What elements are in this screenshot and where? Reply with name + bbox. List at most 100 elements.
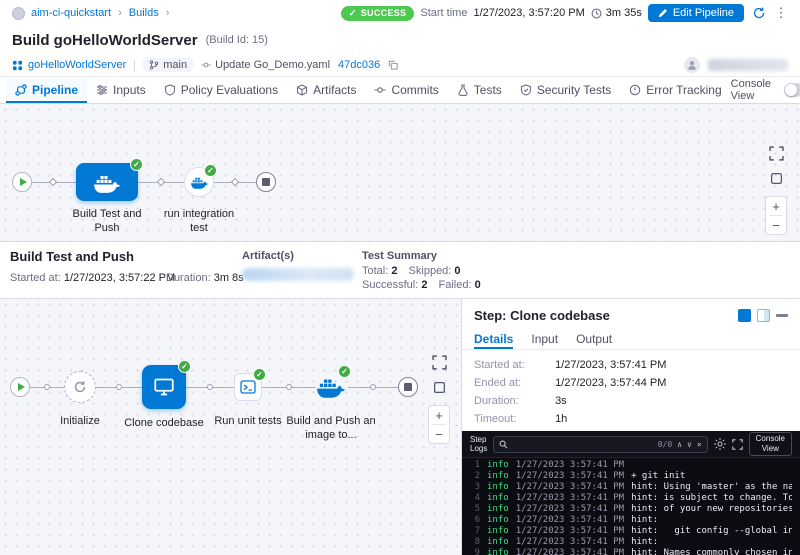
refresh-icon[interactable] <box>750 4 768 22</box>
page-title: Build goHelloWorldServer <box>12 31 198 49</box>
tab-pipeline[interactable]: Pipeline <box>6 77 88 103</box>
edge-connector-icon <box>44 384 50 390</box>
tab-label: Commits <box>391 83 439 97</box>
step-panel-header: Step: Clone codebase <box>462 299 800 328</box>
log-settings-gear-icon[interactable] <box>713 438 726 450</box>
redacted-artifact-link[interactable] <box>242 268 354 281</box>
tab-inputs[interactable]: Inputs <box>87 77 155 103</box>
tab-input[interactable]: Input <box>531 331 559 346</box>
stage-node-build-test-and-push[interactable]: ✓ <box>76 158 143 201</box>
log-level: info <box>487 537 509 547</box>
edit-pipeline-label: Edit Pipeline <box>672 7 734 19</box>
layout-split-icon[interactable] <box>757 309 770 322</box>
search-prev-icon[interactable]: ∧ <box>677 439 682 449</box>
commit-icon <box>201 60 211 70</box>
step-label: Clone codebase <box>124 417 204 429</box>
tab-security-tests[interactable]: Security Tests <box>511 77 620 103</box>
log-level: info <box>487 471 509 481</box>
step-label: Initialize <box>60 415 100 427</box>
log-message: hint: <box>631 515 659 525</box>
field-row: Duration: 3s <box>474 395 788 407</box>
tab-tests[interactable]: Tests <box>448 77 511 103</box>
log-line-number: 5 <box>474 504 480 514</box>
successful-label: Successful: <box>362 279 419 291</box>
started-at-label: Started at: <box>10 272 61 284</box>
step-logs-header: Step Logs 0/0 ∧ ∨ × Console <box>462 431 800 458</box>
edit-pipeline-button[interactable]: Edit Pipeline <box>647 4 744 22</box>
step-graph-canvas: ✓ ✓ ✓ Initialize Clone codebase Run unit… <box>0 299 462 555</box>
log-search-box[interactable]: 0/0 ∧ ∨ × <box>493 435 708 453</box>
log-message: + git init <box>631 471 686 481</box>
success-check-icon: ✓ <box>204 164 217 177</box>
more-vertical-icon[interactable]: ⋮ <box>774 5 788 20</box>
tab-artifacts[interactable]: Artifacts <box>287 77 365 103</box>
title-row: Build goHelloWorldServer (Build Id: 15) <box>0 26 800 54</box>
step-label: Run unit tests <box>214 415 282 427</box>
lower-split: ✓ ✓ ✓ Initialize Clone codebase Run unit… <box>0 299 800 555</box>
fullscreen-icon[interactable] <box>432 355 447 370</box>
success-check-icon: ✓ <box>348 7 357 18</box>
tab-label: Inputs <box>113 83 146 97</box>
breadcrumb-project[interactable]: aim-ci-quickstart <box>31 7 112 19</box>
step-node-initialize[interactable] <box>64 371 96 403</box>
step-panel-title: Step: Clone codebase <box>474 308 610 323</box>
chevron-right-icon: › <box>165 7 170 19</box>
stage-end-node <box>398 377 418 397</box>
tab-bar: Pipeline Inputs Policy Evaluations Artif… <box>0 77 800 104</box>
stage-summary-title: Build Test and Push <box>10 249 134 264</box>
tab-error-tracking[interactable]: Error Tracking <box>620 77 730 103</box>
pipeline-start-node <box>12 172 32 192</box>
layout-right-panel-icon[interactable] <box>738 309 751 322</box>
edge-connector-icon <box>116 384 122 390</box>
search-icon <box>499 440 508 449</box>
build-id: (Build Id: 15) <box>205 34 268 46</box>
step-node-clone-codebase[interactable]: ✓ <box>142 360 191 409</box>
success-check-icon: ✓ <box>178 360 191 373</box>
zoom-controls: + − <box>765 196 787 235</box>
reset-view-icon[interactable] <box>433 381 446 394</box>
divider <box>432 424 446 425</box>
tab-policy-evaluations[interactable]: Policy Evaluations <box>155 77 287 103</box>
tab-output[interactable]: Output <box>576 331 613 346</box>
log-fullscreen-icon[interactable] <box>731 438 743 450</box>
step-node-run-unit-tests[interactable]: ✓ <box>234 368 266 401</box>
layout-bottom-icon[interactable] <box>776 314 788 317</box>
skipped-value: 0 <box>454 265 461 277</box>
fullscreen-icon[interactable] <box>769 146 784 161</box>
field-row: Ended at: 1/27/2023, 3:57:44 PM <box>474 377 788 389</box>
zoom-out-button[interactable]: − <box>435 426 443 442</box>
branch-chip: main <box>143 58 194 72</box>
console-view-button[interactable]: Console View <box>748 432 792 456</box>
pipeline-link[interactable]: goHelloWorldServer <box>12 59 126 71</box>
start-time-value: 1/27/2023, 3:57:20 PM <box>473 7 585 19</box>
step-node-build-and-push[interactable]: ✓ <box>316 365 351 401</box>
field-label: Timeout: <box>474 413 517 425</box>
breadcrumb-builds[interactable]: Builds <box>128 7 159 19</box>
tab-details[interactable]: Details <box>474 328 513 349</box>
console-view-wrap: Console View <box>731 77 800 103</box>
log-line-number: 4 <box>474 493 480 503</box>
zoom-out-button[interactable]: − <box>772 217 780 233</box>
log-timestamp: 1/27/2023 3:57:41 PM <box>515 471 625 481</box>
search-next-icon[interactable]: ∨ <box>686 439 692 449</box>
search-close-icon[interactable]: × <box>696 439 702 449</box>
zoom-in-button[interactable]: + <box>772 198 780 214</box>
branch-name: main <box>163 59 188 71</box>
commit-sha-link[interactable]: 47dc036 <box>338 59 381 71</box>
skipped-label: Skipped: <box>408 265 452 277</box>
cube-icon <box>296 84 308 96</box>
edge-connector-icon <box>230 177 240 187</box>
pencil-icon <box>658 8 668 18</box>
copy-icon[interactable] <box>388 60 398 70</box>
console-view-toggle[interactable] <box>784 83 800 97</box>
stage-node-run-integration-test[interactable]: ✓ <box>184 164 217 197</box>
duration-value: 3m 8s <box>213 272 244 284</box>
tab-commits[interactable]: Commits <box>365 77 447 103</box>
step-logs-title: Step Logs <box>470 435 487 453</box>
stage-start-node <box>10 377 30 397</box>
reset-view-icon[interactable] <box>770 172 783 185</box>
zoom-in-button[interactable]: + <box>435 407 443 423</box>
